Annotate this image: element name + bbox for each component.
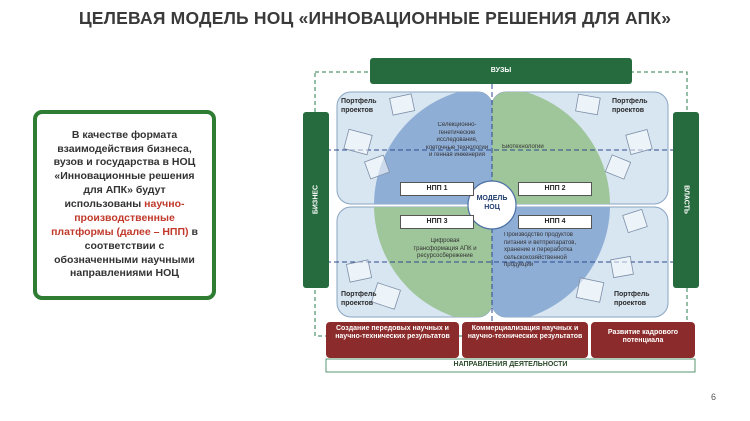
portfolio-label-q1: Портфель проектов xyxy=(341,98,377,114)
activity-3-label: Развитие кадрового потенциала xyxy=(607,329,679,345)
quadrant-2-text: Биотехнологии xyxy=(502,144,544,150)
center-circle xyxy=(467,180,517,230)
activity-1-label: Создание передовых научных и научно-техн… xyxy=(335,325,450,341)
circle-segment-q3 xyxy=(374,207,492,317)
circle-segment-q2 xyxy=(492,92,610,204)
npp-1-label: НПП 1 xyxy=(400,182,474,196)
npp-2-label: НПП 2 xyxy=(518,182,592,196)
portfolio-label-q4: Портфель проектов xyxy=(614,291,650,307)
activity-2-label: Коммерциализация научных и научно-технич… xyxy=(467,325,583,341)
left-bar-label: БИЗНЕС xyxy=(312,184,320,215)
portfolio-sheets-icon xyxy=(343,93,653,310)
right-bar xyxy=(673,112,699,288)
activities-label-box xyxy=(325,358,696,373)
activity-bar-2 xyxy=(462,322,588,358)
callout-text-after: в соответствии с обозначенными научными … xyxy=(54,225,198,280)
page-number: 6 xyxy=(711,392,717,402)
npp-3-label: НПП 3 xyxy=(400,215,474,229)
portfolio-label-q2: Портфель проектов xyxy=(612,98,648,114)
quadrant-3-text: Цифровая трансформация АПК и ресурсосбер… xyxy=(413,238,477,259)
right-bar-label: ВЛАСТЬ xyxy=(682,185,690,214)
page-title: ЦЕЛЕВАЯ МОДЕЛЬ НОЦ «ИННОВАЦИОННЫЕ РЕШЕНИ… xyxy=(78,8,672,28)
portfolio-label-q3: Портфель проектов xyxy=(341,291,377,307)
top-bar-label: ВУЗЫ xyxy=(490,67,512,74)
circle-segment-q4 xyxy=(492,207,610,317)
quadrant-4-text: Производство продуктов питания и ветпреп… xyxy=(504,232,577,268)
quadrant-1-text: Селекционно-генетические исследования, к… xyxy=(425,122,489,158)
npp-4-label: НПП 4 xyxy=(518,215,592,229)
top-bar xyxy=(370,58,632,84)
activity-bar-1 xyxy=(326,322,459,358)
circle-segment-q1 xyxy=(374,92,492,204)
callout-highlight: научно-производственные платформы (далее… xyxy=(51,198,189,238)
info-callout: В качестве формата взаимодействия бизнес… xyxy=(33,110,216,300)
left-bar xyxy=(303,112,329,288)
activity-bar-3 xyxy=(591,322,695,358)
center-model-label: МОДЕЛЬ НОЦ xyxy=(476,195,508,212)
callout-text-before: В качестве формата взаимодействия бизнес… xyxy=(53,128,196,211)
activities-direction-label: НАПРАВЛЕНИЯ ДЕЯТЕЛЬНОСТИ xyxy=(453,361,568,368)
